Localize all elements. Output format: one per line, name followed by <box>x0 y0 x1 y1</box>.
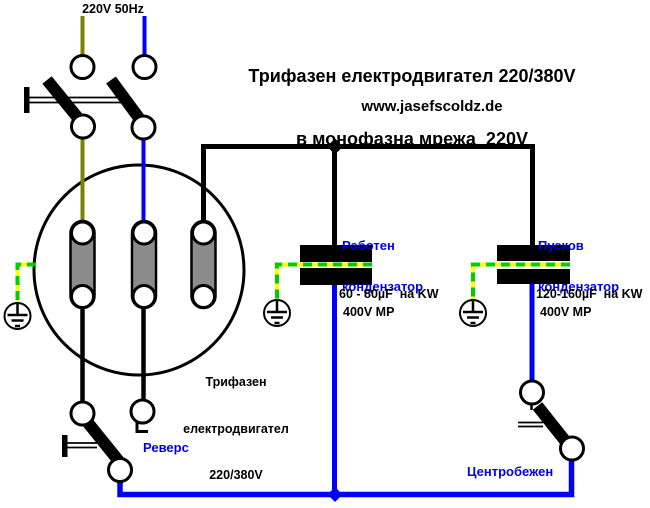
start-capacitor-earth-wire <box>471 262 570 300</box>
motor-label: Трифазен електродвигател 220/380V <box>183 375 289 482</box>
motor-earth-wire <box>15 262 36 303</box>
earth-symbol-run-capacitor <box>262 298 292 328</box>
winding-1 <box>69 219 96 310</box>
top-junction-node <box>327 138 343 155</box>
run-capacitor <box>300 245 372 285</box>
centrifugal-switch <box>518 379 585 462</box>
website-label: www.jasefscoldz.de <box>361 98 503 115</box>
run-capacitor-value: 60 - 80µF на KW <box>339 287 439 301</box>
title-line-1: Трифазен електродвигател 220/380V <box>248 66 576 86</box>
start-capacitor-label: Пусков кондензатор <box>538 238 620 294</box>
top-bus-wire <box>201 144 535 246</box>
reverse-switch <box>62 398 156 483</box>
open-contact-hook <box>135 421 148 433</box>
winding-3 <box>190 219 217 310</box>
page-title: Трифазен електродвигател 220/380V в моно… <box>212 24 612 192</box>
main-switch-handle <box>24 87 30 113</box>
start-capacitor-value: 120-160µF на KW <box>536 287 643 301</box>
run-capacitor-rating: 400V MP <box>343 304 395 319</box>
main-switch <box>24 54 158 141</box>
title-line-2: в монофазна мрежа 220V <box>296 129 528 149</box>
winding-2 <box>130 219 158 310</box>
start-capacitor-rating: 400V MP <box>540 304 592 319</box>
reverse-switch-handle <box>62 435 68 457</box>
reverse-switch-label: Реверс <box>143 440 189 455</box>
run-capacitor-label: Работен кондензатор <box>342 238 424 294</box>
bottom-junction-node <box>327 487 343 502</box>
motor-body-circle <box>32 163 246 377</box>
bottom-bus-wire <box>117 458 575 498</box>
earth-symbol-start-capacitor <box>458 298 488 328</box>
earth-symbol-motor <box>3 301 32 331</box>
run-capacitor-earth-wire <box>275 262 372 300</box>
supply-label: 220V 50Hz <box>82 2 144 16</box>
centrifugal-switch-label: Центробежен регулатор или бутон <box>467 464 554 479</box>
start-capacitor <box>497 245 570 284</box>
